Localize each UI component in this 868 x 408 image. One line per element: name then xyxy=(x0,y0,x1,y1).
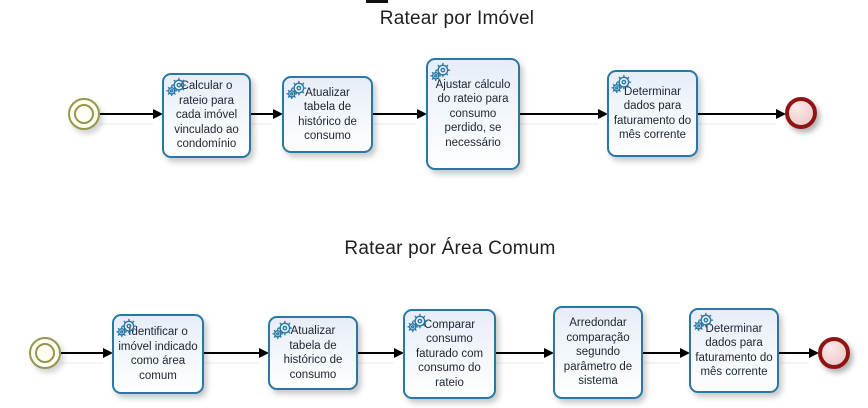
service-task-gear-icon xyxy=(286,80,307,100)
start-event[interactable] xyxy=(29,337,61,369)
task-atualizar-tabela[interactable]: Atualizar tabela de histórico de consumo xyxy=(268,316,358,390)
task-ajustar-calculo[interactable]: Ajustar cálculo do rateio para consumo p… xyxy=(426,58,520,170)
task-determinar-dados[interactable]: Determinar dados para faturamento do mês… xyxy=(689,308,779,393)
arrowhead-icon xyxy=(776,109,786,119)
service-task-gear-icon xyxy=(430,62,451,82)
arrowhead-icon xyxy=(153,109,163,119)
sequence-flow[interactable] xyxy=(643,348,690,358)
cropped-top-artifact xyxy=(366,0,388,3)
task-label: Atualizar tabela de histórico de consumo xyxy=(298,86,357,143)
task-label: Calcular o rateio para cada imóvel vincu… xyxy=(174,80,239,151)
task-label: Atualizar tabela de histórico de consumo xyxy=(283,325,343,381)
arrowhead-icon xyxy=(394,348,404,358)
sequence-flow[interactable] xyxy=(100,109,163,119)
service-task-gear-icon xyxy=(166,77,187,97)
task-identificar-imovel[interactable]: Identificar o imóvel indicado como área … xyxy=(112,314,204,394)
service-task-gear-icon xyxy=(611,74,632,94)
task-label: Determinar dados para faturamento do mês… xyxy=(613,85,692,142)
sequence-flow[interactable] xyxy=(204,348,269,358)
arrowhead-icon xyxy=(544,348,554,358)
service-task-gear-icon xyxy=(272,320,293,340)
task-label: Determinar dados para faturamento do mês… xyxy=(695,322,773,379)
sequence-flow[interactable] xyxy=(779,348,819,358)
task-comparar-consumo[interactable]: Comparar consumo faturado com consumo do… xyxy=(403,309,496,399)
task-label: Arredondar comparação segundo parâmetro … xyxy=(563,317,633,388)
arrowhead-icon xyxy=(273,109,283,119)
sequence-flow[interactable] xyxy=(698,109,786,119)
task-label: Identificar o imóvel indicado como área … xyxy=(118,326,198,382)
sequence-flow[interactable] xyxy=(520,109,608,119)
start-event-inner-ring xyxy=(35,343,55,363)
task-arredondar-comparacao[interactable]: Arredondar comparação segundo parâmetro … xyxy=(553,306,643,399)
task-determinar-dados[interactable]: Determinar dados para faturamento do mês… xyxy=(607,70,698,157)
task-label: Ajustar cálculo do rateio para consumo p… xyxy=(435,78,511,149)
arrowhead-icon xyxy=(680,348,690,358)
service-task-gear-icon xyxy=(693,312,714,332)
sequence-flow[interactable] xyxy=(61,348,113,358)
sequence-flow[interactable] xyxy=(251,109,283,119)
task-calcular-rateio[interactable]: Calcular o rateio para cada imóvel vincu… xyxy=(162,73,251,158)
sequence-flow[interactable] xyxy=(358,348,404,358)
task-atualizar-tabela[interactable]: Atualizar tabela de histórico de consumo xyxy=(282,76,373,153)
service-task-gear-icon xyxy=(407,313,428,333)
start-event-inner-ring xyxy=(74,104,94,124)
arrowhead-icon xyxy=(809,348,819,358)
service-task-gear-icon xyxy=(116,318,137,338)
sequence-flow[interactable] xyxy=(496,348,554,358)
arrowhead-icon xyxy=(417,109,427,119)
process-title-ratear-por-imovel: Ratear por Imóvel xyxy=(379,8,535,29)
process-title-ratear-por-area-comum: Ratear por Área Comum xyxy=(344,238,556,259)
start-event[interactable] xyxy=(68,98,100,130)
end-event[interactable] xyxy=(785,97,817,129)
sequence-flow[interactable] xyxy=(373,109,427,119)
end-event[interactable] xyxy=(818,337,850,369)
arrowhead-icon xyxy=(259,348,269,358)
task-label: Comparar consumo faturado com consumo do… xyxy=(415,318,484,389)
arrowhead-icon xyxy=(598,109,608,119)
arrowhead-icon xyxy=(103,348,113,358)
